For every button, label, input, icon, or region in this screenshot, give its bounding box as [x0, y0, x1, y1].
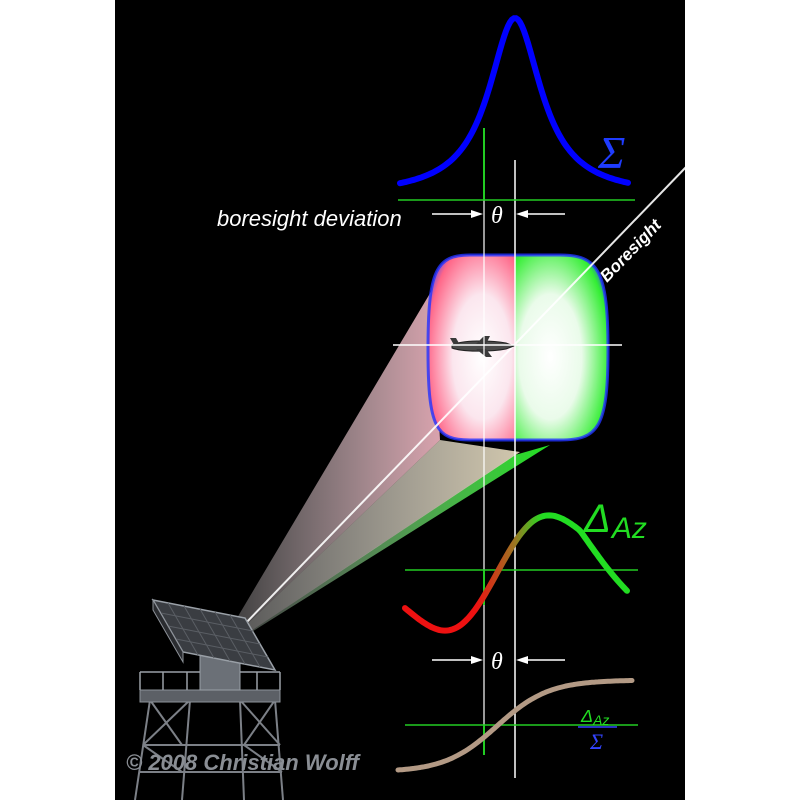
boresight-deviation-label: boresight deviation	[217, 206, 402, 231]
beam-cone-center	[215, 440, 520, 655]
theta-label-top: θ	[491, 203, 503, 229]
sum-label: Σ	[597, 127, 625, 178]
theta-label-bottom: θ	[491, 649, 503, 675]
lobe-outline	[426, 253, 610, 442]
ratio-numerator: ΔAz	[580, 706, 609, 728]
ratio-curve	[395, 678, 635, 773]
lobe-right	[515, 255, 608, 440]
beam-cone-left	[215, 290, 440, 655]
beam-cone-right	[215, 445, 550, 655]
theta-arrows-bottom	[432, 656, 565, 664]
boresight-line	[214, 164, 689, 656]
sum-pattern-curve	[397, 15, 631, 187]
ratio-label: ΔAz Σ	[578, 706, 617, 754]
theta-arrows-top	[432, 210, 565, 218]
copyright-text: © 2008 Christian Wolff	[126, 750, 362, 775]
radar-antenna-icon	[134, 598, 284, 800]
difference-pattern-curve	[402, 512, 630, 634]
difference-label: ΔAz	[583, 497, 647, 545]
aircraft-icon	[450, 336, 516, 357]
ratio-denominator: Σ	[589, 729, 603, 754]
